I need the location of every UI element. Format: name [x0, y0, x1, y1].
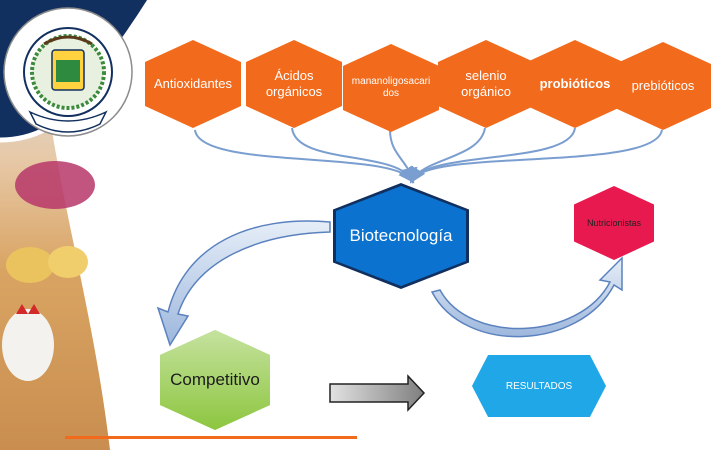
- node-resultados-label: RESULTADOS: [505, 380, 573, 392]
- curve-probioticos: [409, 127, 576, 184]
- node-resultados: RESULTADOS: [472, 355, 606, 417]
- side-photo-strip: [0, 0, 150, 450]
- converging-curves: [194, 127, 663, 184]
- node-antioxidantes-label: Antioxidantes: [153, 76, 233, 92]
- orange-underline: [65, 436, 357, 439]
- node-mananoligosacaridos-label: mananoligosacaridos: [351, 76, 431, 99]
- emblem-seal: [3, 7, 133, 137]
- node-biotecnologia: Biotecnología: [336, 186, 466, 286]
- side-strip-art: [0, 0, 150, 450]
- node-probioticos-label: probióticos: [539, 76, 611, 92]
- arrow-to-resultados: [329, 374, 426, 412]
- hen-comb: [16, 304, 40, 314]
- node-selenio-organico-label: selenio orgánico: [461, 68, 511, 99]
- curved-arrow-to-nutricionistas: [430, 256, 623, 338]
- node-competitivo-label: Competitivo: [170, 370, 260, 389]
- node-biotecnologia-label: Biotecnología: [349, 226, 453, 245]
- curve-acidos: [291, 127, 414, 184]
- curved-arrow-to-competitivo: [156, 220, 331, 347]
- node-selenio-organico: selenio orgánico: [438, 40, 534, 128]
- hen-image: [2, 309, 54, 381]
- chick-image: [6, 247, 54, 283]
- node-nutricionistas-label: Nutricionistas: [586, 218, 642, 228]
- chick-image-2: [48, 246, 88, 278]
- node-acidos-organicos-label: Ácidos orgánicos: [265, 68, 323, 99]
- curve-prebioticos: [410, 129, 663, 184]
- petri-dish-image: [15, 161, 95, 209]
- curve-antioxidantes: [194, 129, 415, 184]
- node-prebioticos-label: prebióticos: [631, 78, 695, 94]
